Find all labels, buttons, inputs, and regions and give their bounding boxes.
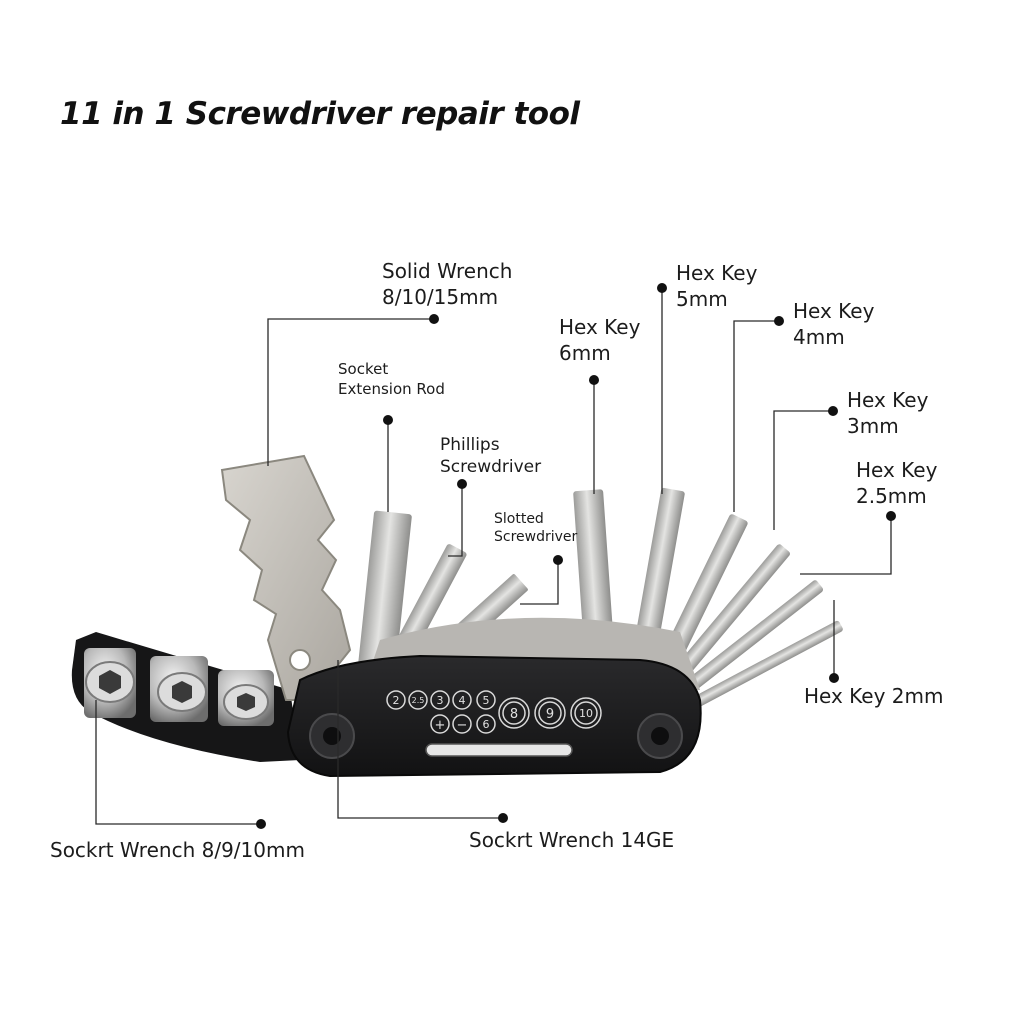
label-phillips-screwdriver: Phillips Screwdriver: [440, 435, 542, 478]
svg-text:2.5: 2.5: [412, 696, 425, 705]
label-hex-key-2mm: Hex Key 2mm: [804, 684, 944, 708]
svg-text:5: 5: [483, 694, 490, 707]
svg-text:10: 10: [579, 707, 593, 720]
label-hex-key-5mm: Hex Key 5mm: [676, 261, 758, 312]
svg-text:6: 6: [483, 718, 490, 731]
label-hex-key-4mm: Hex Key 4mm: [793, 299, 875, 350]
socket-8mm: [84, 648, 136, 718]
svg-text:3: 3: [437, 694, 444, 707]
socket-9mm: [150, 656, 208, 722]
size-markings: [386, 690, 602, 734]
svg-text:9: 9: [546, 707, 554, 722]
svg-text:8: 8: [510, 707, 518, 722]
label-hex-key-2-5mm: Hex Key 2.5mm: [856, 458, 938, 509]
tool-body: 2 2.5 3 4 5 + − 6 8 9 10: [286, 654, 702, 778]
solid-wrench: [220, 454, 352, 701]
callout-lines: [95, 288, 892, 825]
socket-extension-rod: [357, 510, 412, 674]
hex-key-2-5mm: [674, 580, 824, 700]
label-socket-extension-rod: Socket Extension Rod: [338, 360, 445, 398]
svg-text:+: +: [435, 718, 446, 733]
label-hex-key-6mm: Hex Key 6mm: [559, 315, 641, 366]
label-socket-wrench-8-9-10mm: Sockrt Wrench 8/9/10mm: [50, 838, 305, 862]
product-title: 11 in 1 Screwdriver repair tool: [60, 96, 580, 132]
label-socket-wrench-14ge: Sockrt Wrench 14GE: [469, 828, 675, 852]
svg-text:4: 4: [459, 694, 466, 707]
svg-text:−: −: [457, 718, 468, 733]
label-solid-wrench: Solid Wrench 8/10/15mm: [382, 259, 513, 310]
hex-key-2mm: [689, 620, 843, 710]
size-marking-text: 2 2.5 3 4 5 + − 6 8 9 10: [393, 694, 594, 733]
callout-dots: [256, 283, 896, 829]
socket-10mm: [218, 670, 274, 726]
label-hex-key-3mm: Hex Key 3mm: [847, 388, 929, 439]
hex-key-3mm: [658, 544, 790, 698]
svg-text:2: 2: [393, 694, 400, 707]
label-slotted-screwdriver: Slotted Screwdriver: [494, 511, 578, 546]
